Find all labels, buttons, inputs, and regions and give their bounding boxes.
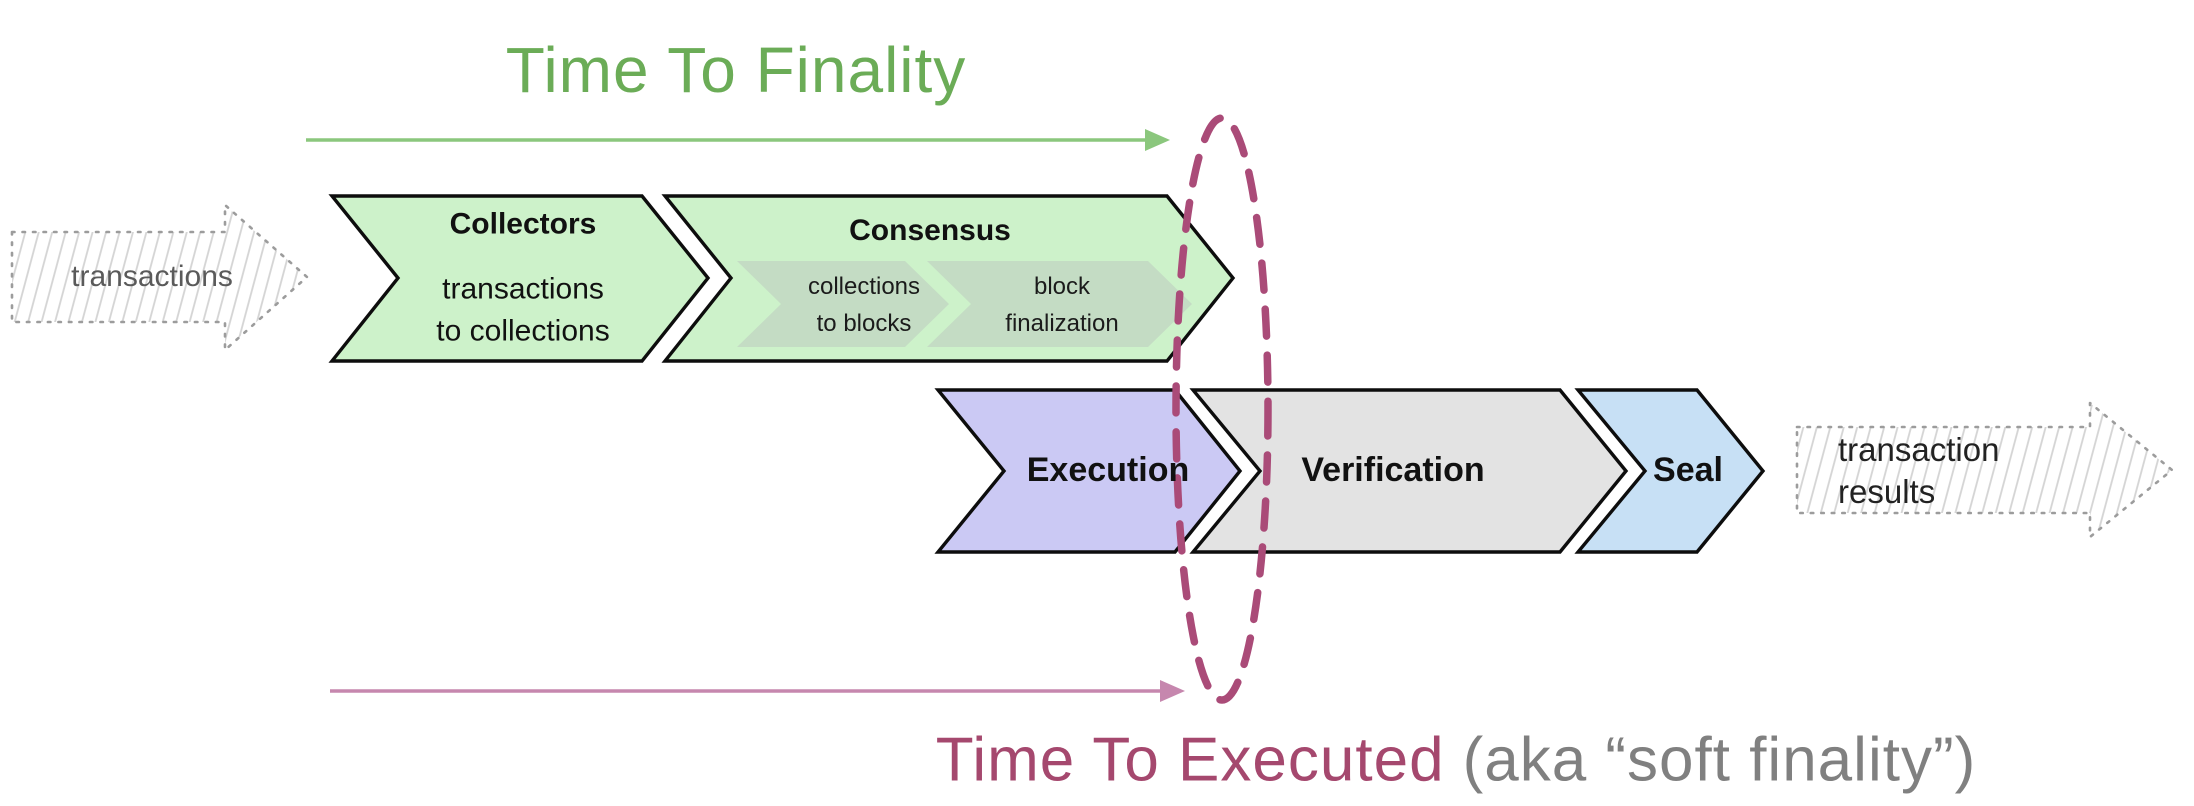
collectors-label: Collectors transactions to collections [436,181,609,374]
collections-to-blocks-step-chevron [737,261,949,347]
soft-finality-note: (aka “soft finality”) [1462,725,1977,795]
transactions-input-arrow-shape [10,203,309,352]
collectors-subtitle: transactions to collections [436,272,610,348]
seal-chevron [1574,388,1766,554]
time-to-finality-title: Time To Finality [505,34,967,107]
collectors-chevron [328,194,711,363]
collectors-title: Collectors [449,207,597,241]
finality-boundary-ellipse [1172,114,1272,704]
time-to-executed-label: Time To Executed [935,725,1445,795]
block-finalization-label: block finalization [1005,272,1119,337]
time-to-executed-caption: Time To Executed(aka “soft finality”) [936,718,1976,805]
consensus-title: Consensus [849,214,1011,247]
time-to-executed-arrowhead-icon [1160,680,1185,702]
verification-label: Verification [1301,451,1485,490]
transactions-input-label: transactions [71,260,233,293]
collections-to-blocks-label: collections to blocks [807,272,921,337]
transaction-results-output-label: transaction results [1838,430,2000,510]
execution-label: Execution [1026,451,1190,490]
transaction-results-output-arrow-shape [1795,401,2174,539]
block-finalization-step-chevron [927,261,1192,347]
time-to-finality-arrowhead-icon [1145,129,1170,151]
verification-chevron [1189,388,1629,554]
seal-label: Seal [1653,451,1723,490]
